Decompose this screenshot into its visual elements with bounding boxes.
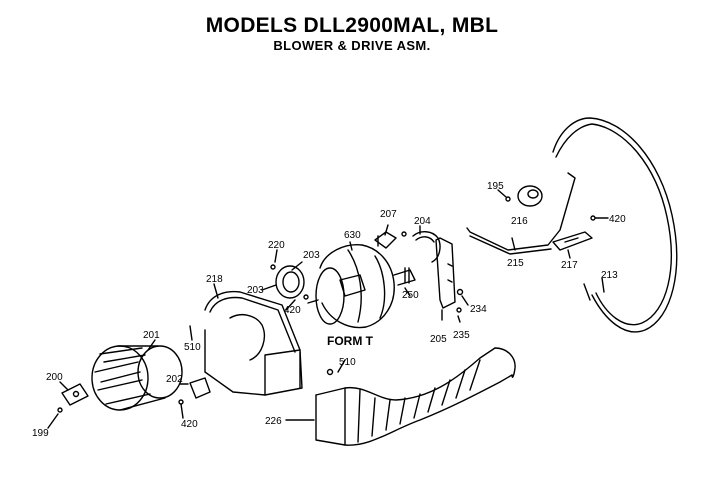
- motor-630: [307, 244, 416, 329]
- callout-201: 201: [143, 330, 160, 341]
- callout-205: 205: [430, 334, 447, 345]
- motor-bracket-205: [435, 237, 464, 313]
- callout-420-b: 420: [284, 305, 301, 316]
- callout-420-a: 420: [609, 214, 626, 225]
- callout-215: 215: [507, 258, 524, 269]
- callout-226: 226: [265, 416, 282, 427]
- motor-mount-ring-203: [270, 264, 309, 300]
- form-t-label: FORM T: [327, 334, 374, 348]
- callout-510-b: 510: [339, 357, 356, 368]
- callout-630: 630: [344, 230, 361, 241]
- drum-belt-213: [552, 117, 678, 333]
- callout-202: 202: [166, 374, 183, 385]
- idler-arm-215: [466, 172, 576, 255]
- idler-bracket-217: [552, 215, 609, 251]
- seal-202: [178, 377, 211, 405]
- callout-204: 204: [414, 216, 431, 227]
- callout-510-a: 510: [184, 342, 201, 353]
- callout-218: 218: [206, 274, 223, 285]
- callout-199: 199: [32, 428, 49, 439]
- callout-200: 200: [46, 372, 63, 383]
- blower-housing-218: [204, 290, 303, 396]
- callout-420-c: 420: [181, 419, 198, 430]
- exhaust-duct-226: [315, 347, 516, 446]
- callout-207: 207: [380, 209, 397, 220]
- callout-217: 217: [561, 260, 578, 271]
- callout-234: 234: [470, 304, 487, 315]
- callout-216: 216: [511, 216, 528, 227]
- wheel-hub-200: [57, 383, 89, 413]
- diagram-subtitle: BLOWER & DRIVE ASM.: [273, 38, 431, 53]
- leader-lines: [47, 189, 605, 429]
- callout-195: 195: [487, 181, 504, 192]
- idler-pulley-216: [505, 185, 543, 207]
- callout-213: 213: [601, 270, 618, 281]
- callout-203-a: 203: [303, 250, 320, 261]
- callout-250: 250: [402, 290, 419, 301]
- diagram-title: MODELS DLL2900MAL, MBL: [205, 14, 499, 37]
- motor-switch-207: [374, 231, 407, 249]
- callout-220: 220: [268, 240, 285, 251]
- callout-203-b: 203: [247, 285, 264, 296]
- callout-235: 235: [453, 330, 470, 341]
